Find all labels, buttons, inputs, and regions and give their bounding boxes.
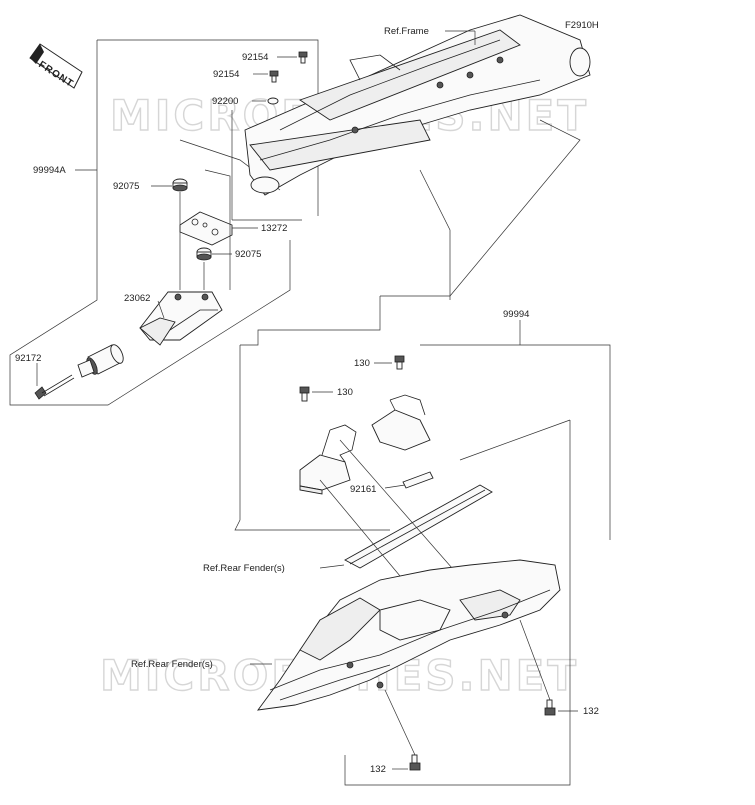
bolt-92154-a <box>298 51 308 64</box>
label-ref-frame: Ref.Frame <box>384 26 429 37</box>
label-92172: 92172 <box>15 353 41 364</box>
diagram-code: F2910H <box>565 20 599 31</box>
label-92161: 92161 <box>350 484 376 495</box>
bolt-130-a <box>394 355 405 370</box>
grommet-92075-b <box>196 247 212 261</box>
bolt-92172 <box>34 374 75 400</box>
label-92200: 92200 <box>212 96 238 107</box>
bolt-132-b <box>409 754 421 771</box>
label-13272: 13272 <box>261 223 287 234</box>
frame-part <box>244 14 591 196</box>
label-ref-rear-fender-1: Ref.Rear Fender(s) <box>203 563 285 574</box>
label-92075-a: 92075 <box>113 181 139 192</box>
label-132-b: 132 <box>370 764 386 775</box>
label-132-a: 132 <box>583 706 599 717</box>
label-130-b: 130 <box>337 387 353 398</box>
plate-13272 <box>179 211 233 246</box>
label-92154-b: 92154 <box>213 69 239 80</box>
label-92075-b: 92075 <box>235 249 261 260</box>
grommet-92075-a <box>172 178 188 192</box>
front-arrow-icon: FRONT <box>29 43 83 90</box>
rear-fender-part <box>257 559 561 711</box>
bolt-92154-b <box>269 70 279 83</box>
label-130-a: 130 <box>354 358 370 369</box>
bolt-132-a <box>544 699 556 716</box>
mount-23062 <box>139 291 223 346</box>
label-99994: 99994 <box>503 309 529 320</box>
cylinder-part <box>77 344 124 378</box>
washer-92200 <box>267 97 279 105</box>
kit-bracket-99994 <box>234 119 611 540</box>
label-92154-a: 92154 <box>242 52 268 63</box>
label-23062: 23062 <box>124 293 150 304</box>
label-99994a: 99994A <box>33 165 66 176</box>
label-ref-rear-fender-2: Ref.Rear Fender(s) <box>131 659 213 670</box>
bracket-left <box>299 424 357 495</box>
pin-92161 <box>402 471 434 489</box>
bracket-right <box>371 394 431 451</box>
bolt-130-b <box>299 386 310 402</box>
